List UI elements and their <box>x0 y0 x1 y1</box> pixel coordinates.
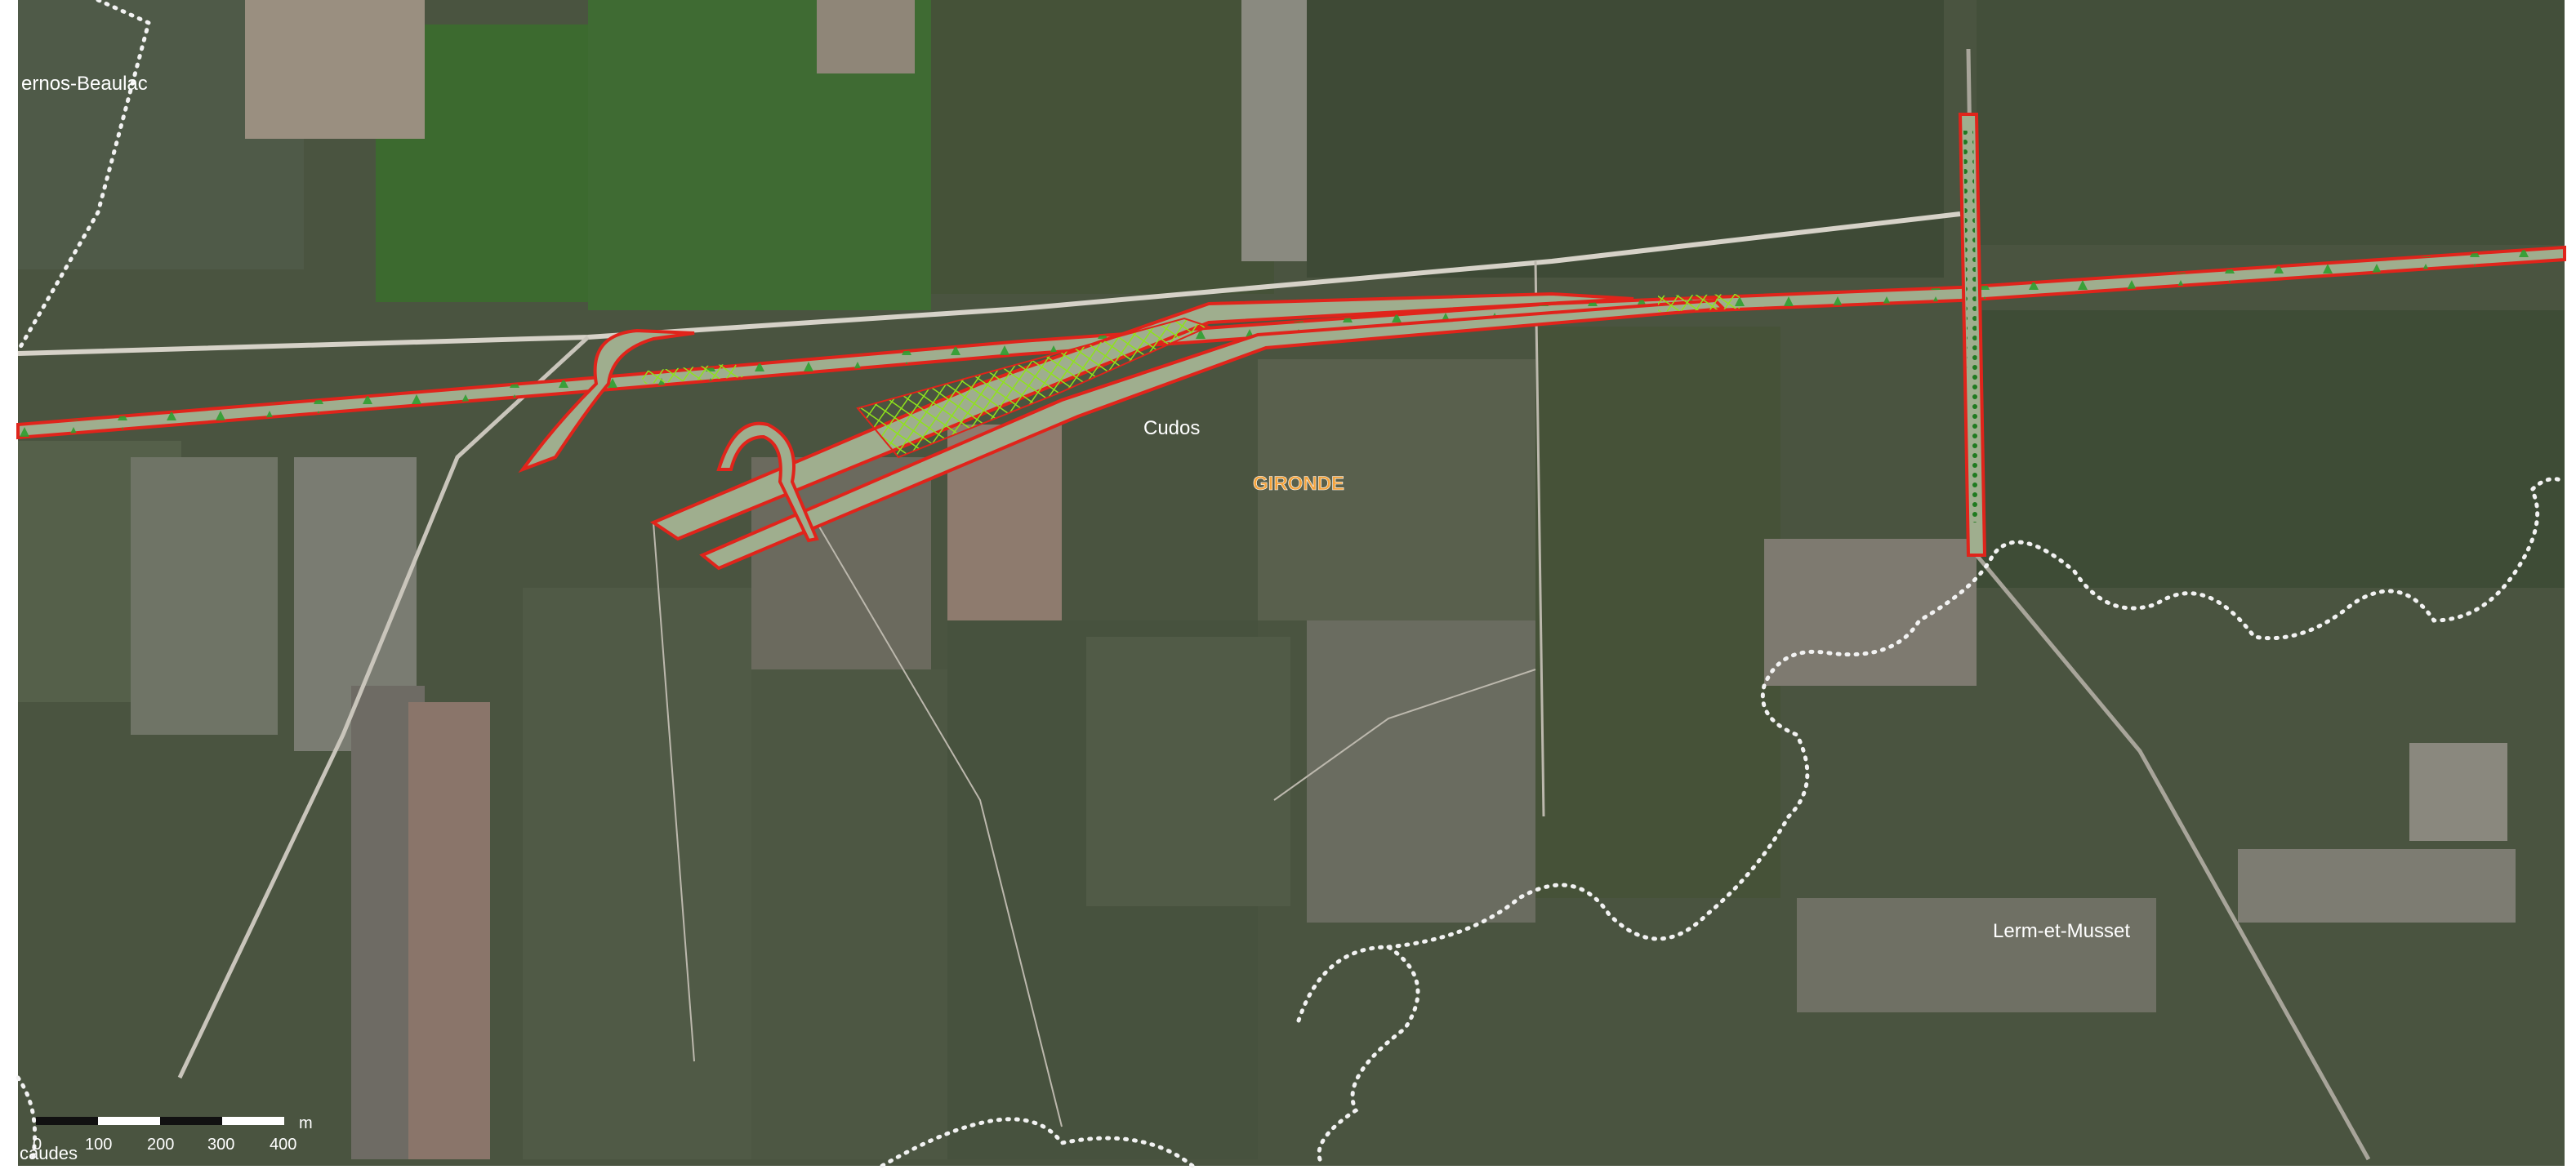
land-parcels <box>18 0 2565 1159</box>
scale-segment-2 <box>98 1117 160 1125</box>
scale-tick-100: 100 <box>85 1136 112 1154</box>
label-commune-bottom-left: caudes <box>20 1143 78 1163</box>
frame-left <box>0 0 18 1174</box>
scale-bar: 0 100 200 300 400 m <box>33 1114 313 1154</box>
scale-segment-1 <box>36 1117 98 1125</box>
label-commune-top-left: ernos-Beaulac <box>21 73 148 95</box>
frame-bottom <box>0 1166 2576 1174</box>
scale-segment-3 <box>160 1117 222 1125</box>
commune-boundaries <box>16 0 2567 1168</box>
scale-tick-300: 300 <box>207 1136 234 1154</box>
label-gironde: GIRONDE <box>1253 473 1344 495</box>
label-cudos: Cudos <box>1143 417 1200 439</box>
scale-tick-200: 200 <box>147 1136 174 1154</box>
corridor <box>16 113 2566 571</box>
scale-segment-4 <box>222 1117 284 1125</box>
frame-right <box>2565 0 2576 1174</box>
scale-unit: m <box>299 1114 313 1132</box>
label-lerm-et-musset: Lerm-et-Musset <box>1993 920 2130 942</box>
scale-tick-400: 400 <box>270 1136 296 1154</box>
scale-tick-0: 0 <box>33 1136 42 1154</box>
